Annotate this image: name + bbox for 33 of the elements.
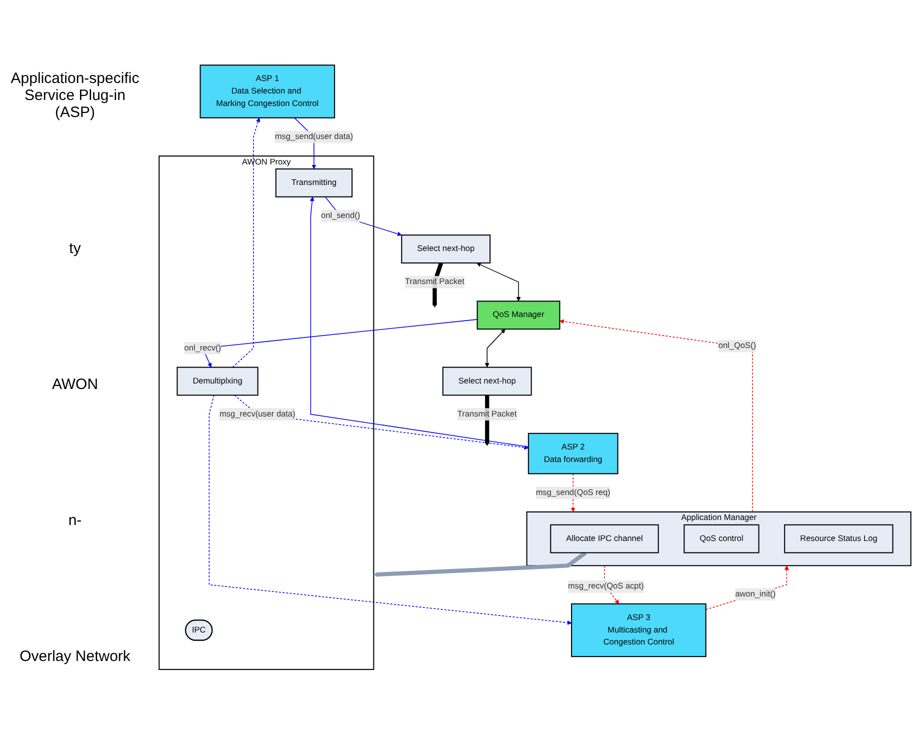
node-box: Demultiplxing [176, 366, 258, 396]
edge-label: onl_send() [321, 211, 360, 220]
layer-label: Application-specific Service Plug-in (ASP) [10, 70, 140, 120]
edge-label: onl_QoS() [718, 341, 756, 350]
edge-label: Transmit Packet [405, 277, 464, 286]
node-box: QoS control [684, 524, 760, 553]
node-box: Allocate IPC channel [550, 524, 659, 553]
arrow [373, 550, 587, 576]
layer-label: n- [67, 512, 83, 528]
arrow [232, 117, 260, 368]
layer-label: AWON [50, 376, 100, 392]
edge-label: Transmit Packet [457, 409, 517, 418]
edge-label: onl_recv() [184, 343, 222, 352]
node-box: ASP 1 Data Selection and Marking Congestion Control [200, 64, 336, 118]
node-box: QoS Manager [476, 300, 560, 330]
node-box: Transmitting [275, 168, 353, 198]
arrow [705, 565, 789, 610]
node-box: Select next-hop [442, 366, 532, 396]
node-box: Resource Status Log [784, 524, 894, 553]
layer-label: ty [68, 240, 82, 256]
layer-label: Overlay Network [18, 648, 132, 664]
edge-label: msg_recv(QoS acpt) [568, 582, 644, 591]
edge-label: msg_send(user data) [274, 132, 354, 141]
node-box: ASP 3 Multicasting and Congestion Control [571, 603, 706, 657]
arrow [202, 318, 478, 368]
arrow [476, 262, 521, 302]
edge-label: msg_send(QoS req) [536, 488, 610, 497]
node-box: ASP 2 Data forwarding [528, 432, 618, 474]
edge-label: msg_recv(user data) [220, 409, 296, 418]
arrow [604, 564, 620, 604]
edge-label: awon_init() [735, 589, 776, 598]
node-box: Select next-hop [401, 234, 491, 264]
arrow [484, 328, 506, 368]
